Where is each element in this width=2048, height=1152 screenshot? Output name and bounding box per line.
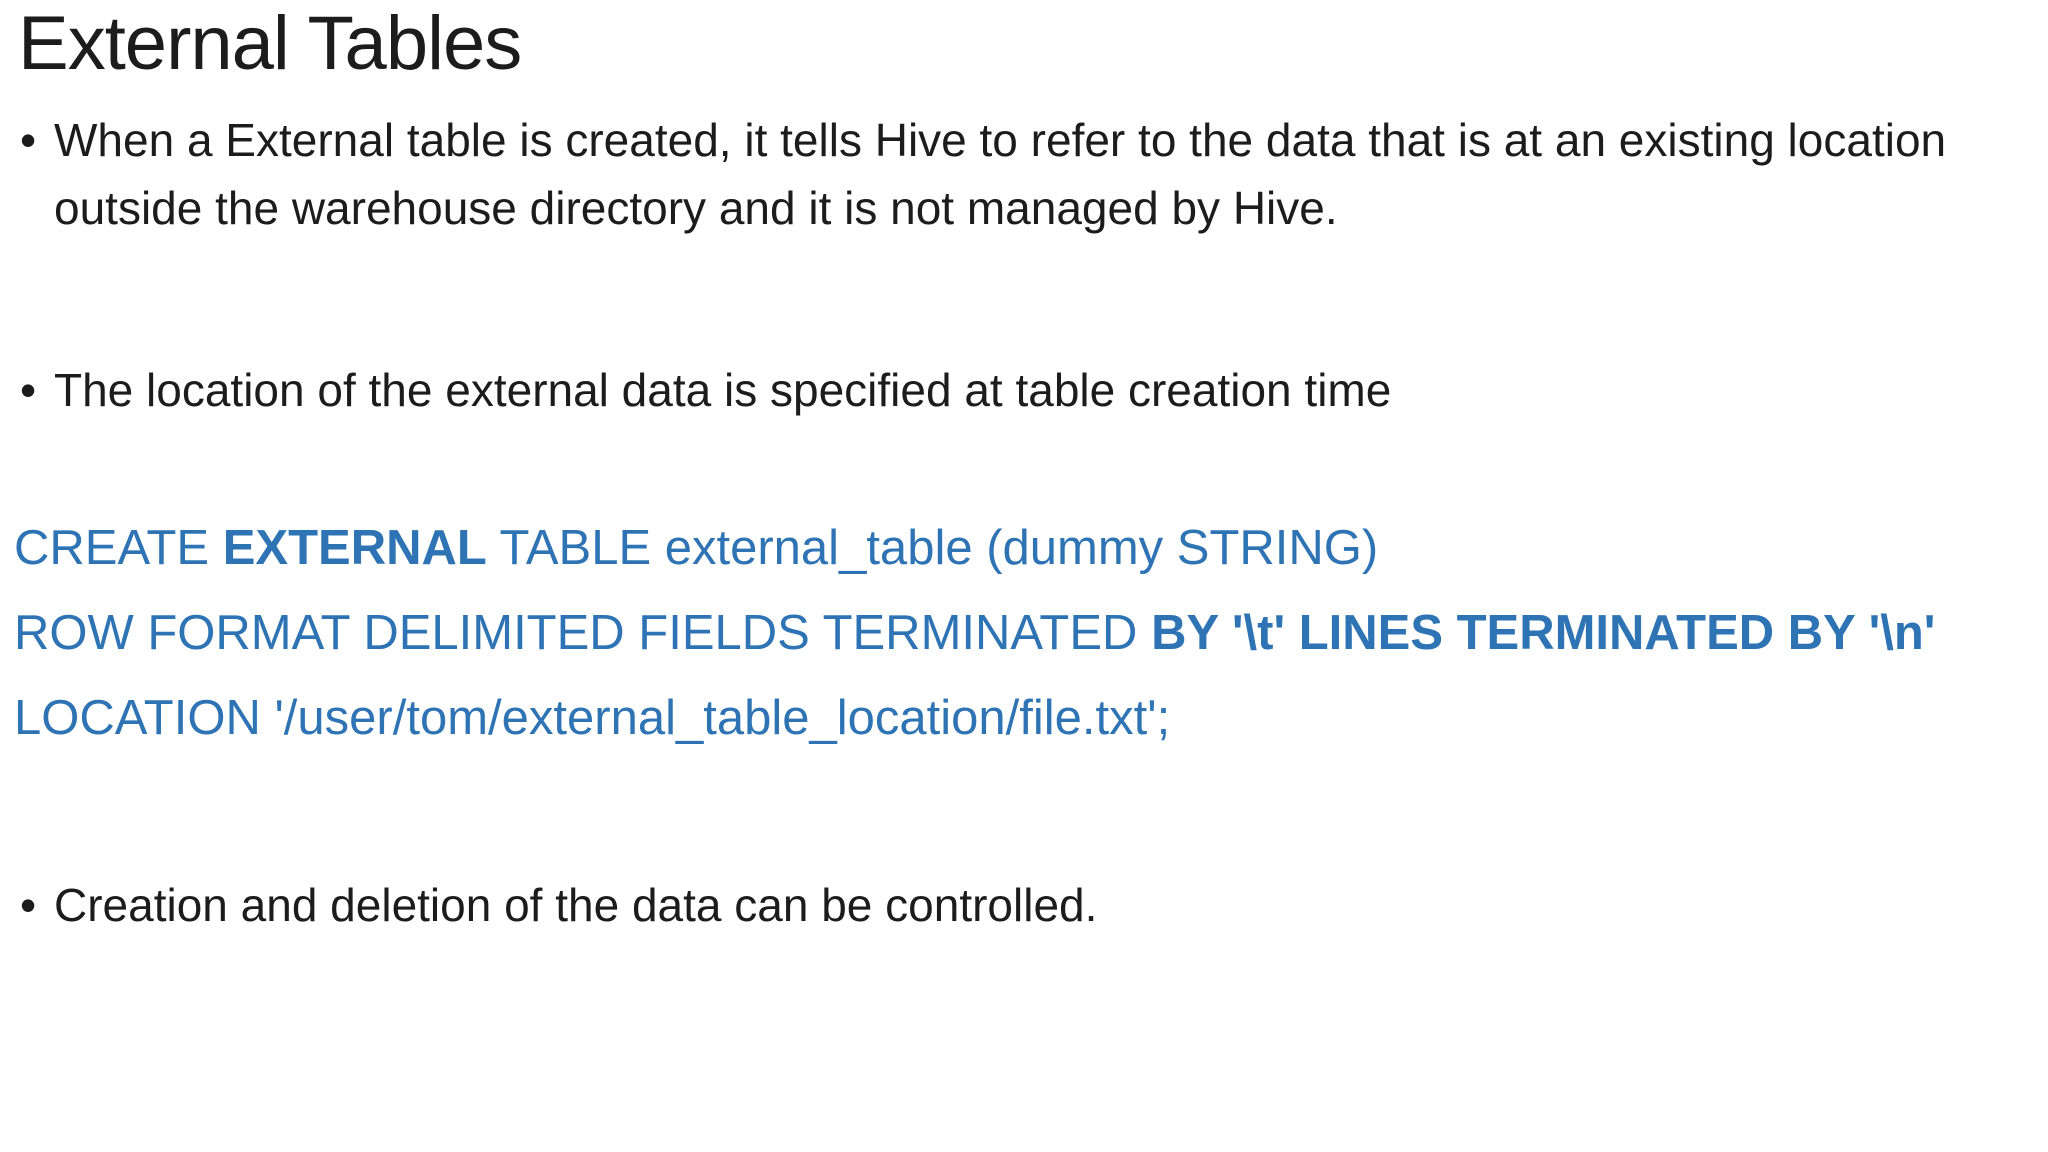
- bullet-item-location-specified: • The location of the external data is s…: [20, 356, 1391, 424]
- sql-code-segment: TABLE external_table (dummy STRING): [486, 521, 1379, 575]
- bullet-text-creation-deletion: Creation and deletion of the data can be…: [54, 879, 1098, 931]
- sql-code-segment: LOCATION '/user/tom/external_table_locat…: [14, 691, 1171, 745]
- sql-code-segment: ROW FORMAT DELIMITED FIELDS TERMINATED: [14, 606, 1152, 660]
- sql-code-line-location: LOCATION '/user/tom/external_table_locat…: [14, 676, 1935, 761]
- bullet-glyph: •: [20, 114, 37, 166]
- sql-code-block: CREATE EXTERNAL TABLE external_table (du…: [14, 506, 1935, 761]
- sql-code-segment: CREATE: [14, 521, 223, 575]
- bullet-glyph: •: [20, 879, 37, 931]
- sql-code-line-create: CREATE EXTERNAL TABLE external_table (du…: [14, 506, 1935, 591]
- sql-code-segment-bold: EXTERNAL: [222, 521, 487, 575]
- sql-code-segment-bold: BY '\t' LINES TERMINATED BY '\n': [1151, 606, 1936, 660]
- bullet-item-creation-deletion: • Creation and deletion of the data can …: [20, 871, 1097, 939]
- bullet-item-external-table-intro: • When a External table is created, it t…: [20, 106, 1964, 242]
- bullet-text-location-specified: The location of the external data is spe…: [54, 364, 1392, 416]
- bullet-glyph: •: [20, 364, 37, 416]
- bullet-text-external-table-intro: When a External table is created, it tel…: [54, 114, 1947, 234]
- sql-code-line-row-format: ROW FORMAT DELIMITED FIELDS TERMINATED B…: [14, 591, 1935, 676]
- slide-title: External Tables: [18, 1, 522, 86]
